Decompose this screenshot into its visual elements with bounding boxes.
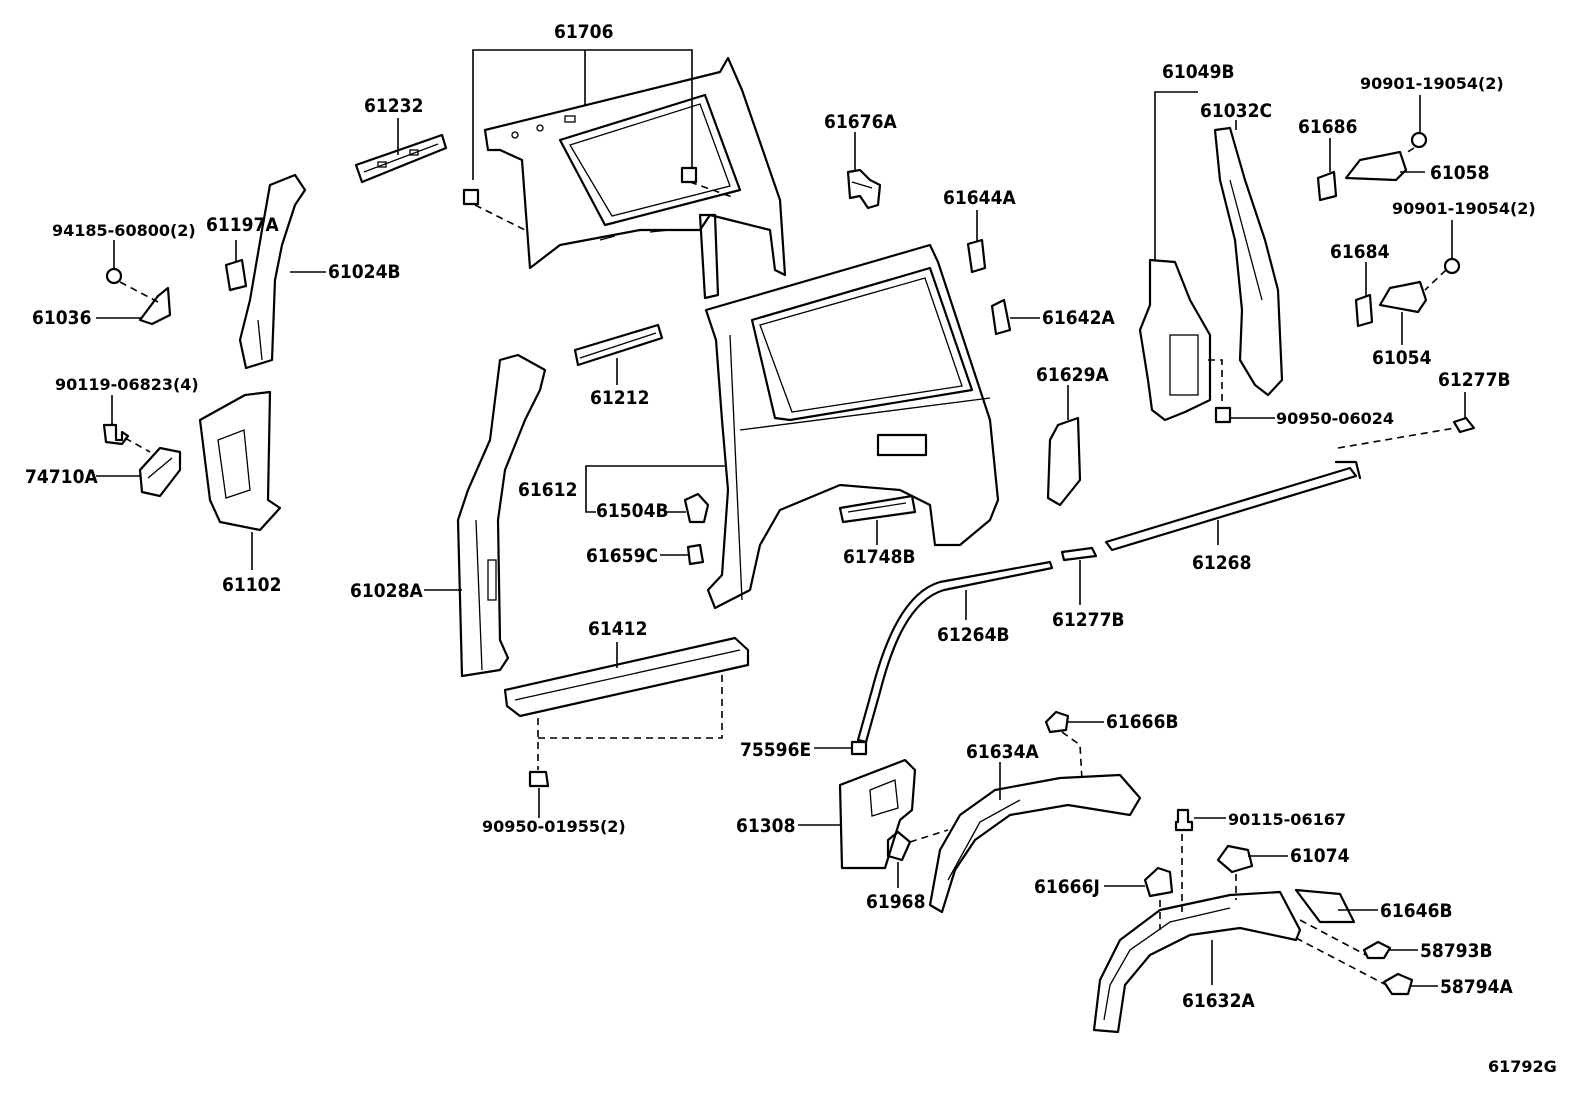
label-61629A: 61629A bbox=[1036, 364, 1109, 386]
part-61632A-arch-moulding bbox=[1092, 890, 1302, 1034]
part-61074 bbox=[1216, 844, 1254, 874]
part-61684 bbox=[1354, 293, 1374, 328]
part-61308-panel bbox=[838, 758, 917, 870]
label-61632A: 61632A bbox=[1182, 990, 1255, 1012]
part-61748B-plate bbox=[838, 494, 917, 524]
part-61277B-upper bbox=[1452, 416, 1476, 434]
part-90119-bolt bbox=[102, 423, 130, 446]
part-61058-handle bbox=[1344, 150, 1408, 182]
label-61232: 61232 bbox=[364, 95, 423, 117]
part-58794A-clip bbox=[1382, 972, 1414, 996]
part-75596E bbox=[850, 740, 868, 756]
part-61036 bbox=[138, 286, 172, 326]
label-75596E: 75596E bbox=[740, 739, 811, 761]
part-90901-bolt-upper bbox=[1410, 131, 1428, 149]
part-61706-clip-right bbox=[680, 166, 698, 184]
label-61412: 61412 bbox=[588, 618, 647, 640]
label-61644A: 61644A bbox=[943, 187, 1016, 209]
label-90119-06823: 90119-06823(4) bbox=[55, 375, 199, 394]
label-74710A: 74710A bbox=[25, 466, 98, 488]
label-90901-19054-upper: 90901-19054(2) bbox=[1360, 74, 1504, 93]
label-61024B: 61024B bbox=[328, 261, 401, 283]
part-61634A-wheelhouse bbox=[928, 773, 1142, 914]
label-61277B-mid: 61277B bbox=[1052, 609, 1125, 631]
label-61686: 61686 bbox=[1298, 116, 1357, 138]
part-61212-rail bbox=[573, 323, 664, 367]
part-61197A bbox=[224, 258, 248, 292]
part-61054-handle bbox=[1378, 280, 1428, 314]
part-61504B bbox=[683, 492, 710, 524]
label-61036: 61036 bbox=[32, 307, 91, 329]
label-61212: 61212 bbox=[590, 387, 649, 409]
label-61642A: 61642A bbox=[1042, 307, 1115, 329]
part-61028A-pillar bbox=[456, 353, 547, 678]
part-61642A bbox=[990, 298, 1012, 336]
label-61612: 61612 bbox=[518, 479, 577, 501]
part-58793B-clip bbox=[1362, 940, 1392, 960]
part-90115-bolt bbox=[1174, 808, 1194, 832]
label-61277B-top: 61277B bbox=[1438, 369, 1511, 391]
part-61049B-pillar bbox=[1138, 258, 1212, 422]
part-61032C-pillar bbox=[1213, 126, 1284, 397]
part-61666J bbox=[1143, 866, 1174, 898]
label-61054: 61054 bbox=[1372, 347, 1432, 369]
assembly-dashed-lines bbox=[119, 147, 1456, 989]
label-61049B: 61049B bbox=[1162, 61, 1235, 83]
diagram-id: 61792G bbox=[1488, 1057, 1557, 1076]
label-90950-01955: 90950-01955(2) bbox=[482, 817, 626, 836]
part-61264B-moulding bbox=[856, 560, 1054, 744]
label-61504B: 61504B bbox=[596, 500, 669, 522]
part-61232-rail bbox=[354, 133, 448, 184]
label-61264B: 61264B bbox=[937, 624, 1010, 646]
part-90901-bolt-lower bbox=[1443, 257, 1461, 275]
part-61659C bbox=[686, 543, 705, 566]
label-94185-60800: 94185-60800(2) bbox=[52, 221, 196, 240]
part-61268-end bbox=[1334, 460, 1362, 480]
label-90901-19054-lower: 90901-19054(2) bbox=[1392, 199, 1536, 218]
part-61646B bbox=[1294, 888, 1356, 924]
label-61102: 61102 bbox=[222, 574, 281, 596]
label-61666B: 61666B bbox=[1106, 711, 1179, 733]
part-61676A-bracket bbox=[846, 168, 882, 210]
part-90950-01955-nut bbox=[528, 770, 550, 788]
label-61634A: 61634A bbox=[966, 741, 1039, 763]
label-61028A: 61028A bbox=[350, 580, 423, 602]
label-61676A: 61676A bbox=[824, 111, 897, 133]
part-61686 bbox=[1316, 170, 1338, 202]
label-61659C: 61659C bbox=[586, 545, 658, 567]
label-61197A: 61197A bbox=[206, 214, 279, 236]
part-61102-panel bbox=[198, 390, 282, 532]
label-61666J: 61666J bbox=[1034, 876, 1100, 898]
part-61024B-pillar bbox=[238, 173, 307, 370]
part-74710A-handle bbox=[138, 446, 182, 498]
label-61748B: 61748B bbox=[843, 546, 916, 568]
part-61277B-lower bbox=[1060, 546, 1098, 562]
label-61268: 61268 bbox=[1192, 552, 1251, 574]
part-61666B bbox=[1044, 710, 1070, 734]
part-61968 bbox=[886, 830, 912, 862]
part-90950-06024 bbox=[1214, 406, 1232, 424]
leader-lines bbox=[96, 49, 1466, 987]
label-61032C: 61032C bbox=[1200, 100, 1272, 122]
label-61706: 61706 bbox=[554, 21, 613, 43]
part-61412-rocker bbox=[503, 636, 750, 718]
part-61612-quarter-panel bbox=[704, 243, 1000, 610]
part-61706-clip-left bbox=[462, 188, 480, 206]
part-61629A bbox=[1046, 416, 1082, 507]
label-61968: 61968 bbox=[866, 891, 925, 913]
label-58794A: 58794A bbox=[1440, 976, 1513, 998]
part-61706-window-frame bbox=[483, 56, 787, 300]
label-90950-06024: 90950-06024 bbox=[1276, 409, 1394, 428]
part-61268-moulding bbox=[1104, 466, 1358, 552]
label-61646B: 61646B bbox=[1380, 900, 1453, 922]
label-61058: 61058 bbox=[1430, 162, 1489, 184]
label-61074: 61074 bbox=[1290, 845, 1350, 867]
part-94185-nut bbox=[105, 267, 123, 285]
label-58793B: 58793B bbox=[1420, 940, 1493, 962]
part-61644A bbox=[966, 238, 987, 274]
label-61308: 61308 bbox=[736, 815, 795, 837]
label-61684: 61684 bbox=[1330, 241, 1390, 263]
label-90115-06167: 90115-06167 bbox=[1228, 810, 1346, 829]
